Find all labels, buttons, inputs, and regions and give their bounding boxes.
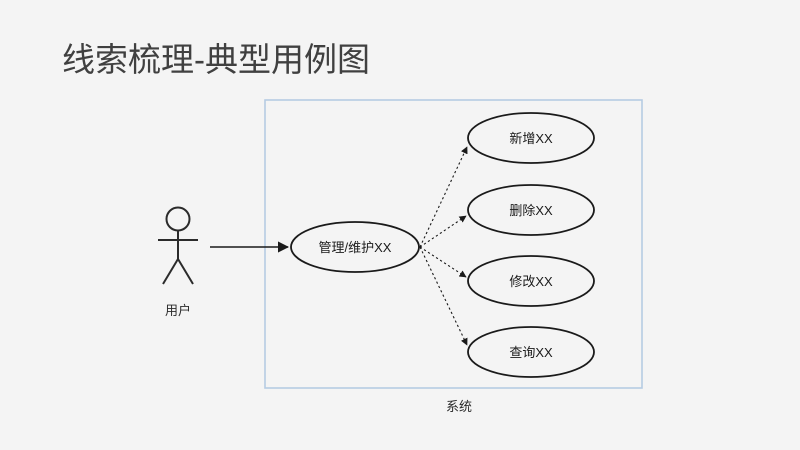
actor-user: 用户	[158, 206, 198, 318]
use-case-ellipse	[467, 184, 595, 236]
use-case-item-3: 查询XX	[467, 326, 595, 378]
use-case-label: 管理/维护XX	[319, 240, 392, 255]
stick-figure-actor-icon-leg-right	[177, 258, 194, 285]
use-case-ellipse	[290, 221, 420, 273]
use-case-item-0: 新增XX	[467, 112, 595, 164]
extend-relation-2	[419, 215, 467, 248]
extend-relation-1	[419, 146, 468, 248]
actor-label: 用户	[165, 303, 191, 318]
stick-figure-actor-icon-head	[165, 206, 191, 232]
use-case-label: 修改XX	[509, 274, 553, 289]
use-case-label: 查询XX	[509, 345, 553, 360]
use-case-label: 新增XX	[509, 131, 553, 146]
use-case-ellipse	[467, 255, 595, 307]
use-case-ellipse	[467, 326, 595, 378]
use-case-label: 删除XX	[509, 203, 553, 218]
system-boundary-box	[264, 99, 643, 389]
use-case-ellipse	[467, 112, 595, 164]
use-case-item-1: 删除XX	[467, 184, 595, 236]
extend-relation-4	[419, 246, 468, 346]
use-case-central: 管理/维护XX	[290, 221, 420, 273]
stick-figure-actor-icon-leg-left	[162, 258, 179, 285]
use-case-item-2: 修改XX	[467, 255, 595, 307]
page-title: 线索梳理-典型用例图	[62, 41, 370, 78]
system-boundary-label: 系统	[446, 399, 472, 414]
